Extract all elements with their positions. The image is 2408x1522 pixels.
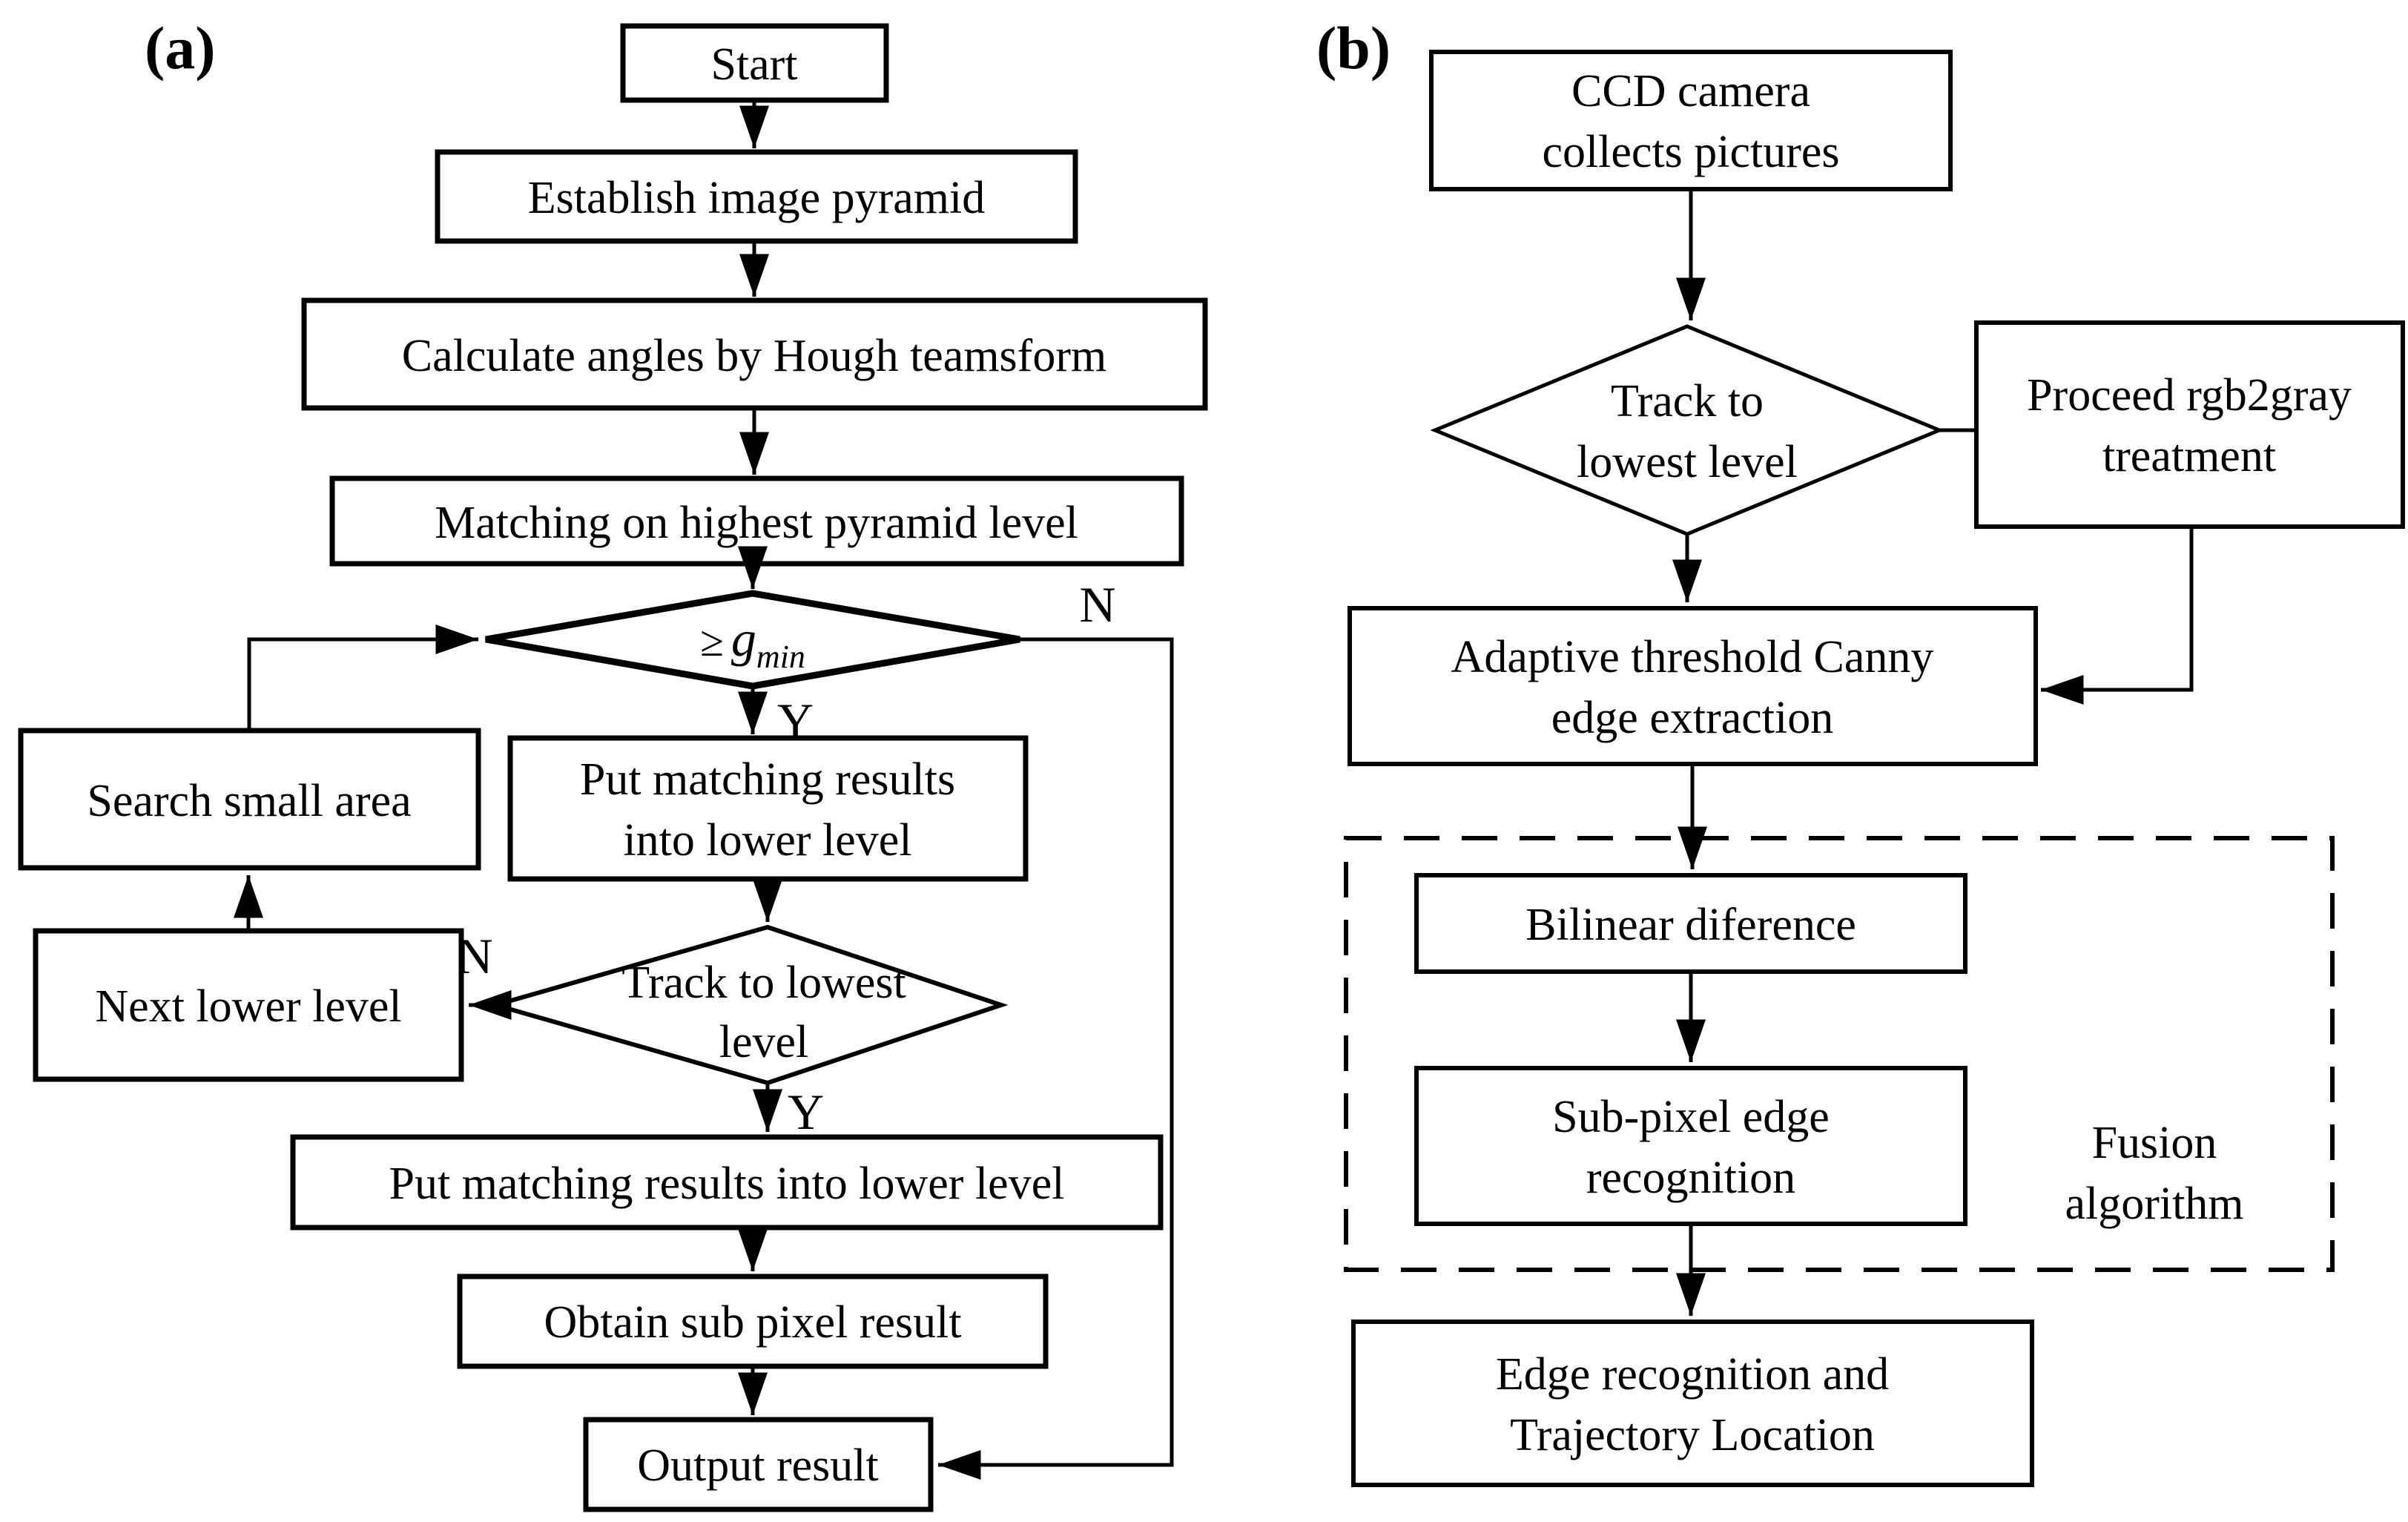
- fusion-group-line2: algorithm: [2065, 1179, 2243, 1229]
- obtain-subpixel-label: Obtain sub pixel result: [544, 1297, 961, 1348]
- search-small-area-node: [18, 728, 481, 871]
- canny-line1: Adaptive threshold Canny: [1451, 632, 1934, 682]
- gmin-condition-text: ≥gmin: [700, 610, 805, 675]
- put-results-lower-line2: into lower level: [623, 815, 911, 866]
- put-results-lower-single-node: [290, 1134, 1164, 1231]
- next-lower-level-node: [33, 928, 464, 1082]
- output-result-label: Output result: [637, 1440, 878, 1491]
- gmin-no-label: N: [1079, 576, 1115, 633]
- put-results-lower-node: [507, 735, 1029, 882]
- ccd-camera-line1: CCD camera: [1571, 66, 1810, 116]
- search-small-area-label: Search small area: [87, 776, 411, 826]
- calculate-angles-node: [301, 297, 1208, 411]
- edge-trajectory-line2: Trajectory Location: [1510, 1410, 1875, 1460]
- track-lowest-b-line1: Track to: [1611, 376, 1764, 426]
- line-rgb2gray-to-canny: [2041, 527, 2194, 705]
- track-lowest-a-line1: Track to lowest: [621, 958, 906, 1008]
- track-lowest-a-line2: level: [719, 1017, 809, 1067]
- canny-node: [1348, 606, 2038, 766]
- bilinear-label: Bilinear diference: [1525, 900, 1856, 950]
- next-lower-level-label: Next lower level: [95, 981, 401, 1032]
- subpixel-line2: recognition: [1586, 1153, 1795, 1203]
- track-yes-label: Y: [788, 1084, 824, 1140]
- put-results-lower-single-label: Put matching results into lower level: [389, 1159, 1065, 1209]
- loop-search-to-gmin: [247, 625, 478, 731]
- gmin-no-feedback-line: [938, 637, 1174, 1480]
- edge-trajectory-line1: Edge recognition and: [1496, 1349, 1889, 1400]
- put-results-lower-line1: Put matching results: [580, 754, 955, 805]
- calculate-angles-label: Calculate angles by Hough teamsform: [402, 331, 1106, 381]
- fusion-dashed-group: [1344, 836, 2335, 1272]
- track-lowest-decision-b: [1430, 324, 1944, 536]
- gmin-geq-symbol: ≥: [700, 617, 724, 665]
- fusion-group-line1: Fusion: [2092, 1118, 2217, 1168]
- ccd-camera-node: [1429, 50, 1953, 191]
- track-lowest-b-line2: lowest level: [1577, 437, 1798, 487]
- obtain-subpixel-node: [457, 1274, 1049, 1369]
- rgb2gray-node: [1974, 320, 2405, 529]
- start-node-label: Start: [710, 39, 797, 90]
- canny-line2: edge extraction: [1551, 693, 1833, 743]
- rgb2gray-line1: Proceed rgb2gray: [2027, 370, 2352, 421]
- establish-pyramid-label: Establish image pyramid: [528, 173, 985, 223]
- edge-trajectory-node: [1351, 1320, 2034, 1487]
- matching-highest-label: Matching on highest pyramid level: [435, 498, 1078, 548]
- panel-b-label: (b): [1316, 14, 1391, 82]
- rgb2gray-line2: treatment: [2102, 431, 2276, 481]
- gmin-variable: g: [731, 610, 756, 667]
- establish-pyramid-node: [435, 149, 1078, 244]
- panel-a-label: (a): [145, 14, 216, 82]
- subpixel-line1: Sub-pixel edge: [1552, 1092, 1830, 1142]
- gmin-subscript: min: [756, 639, 805, 675]
- ccd-camera-line2: collects pictures: [1542, 127, 1839, 177]
- subpixel-node: [1414, 1066, 1967, 1226]
- output-result-node: [583, 1417, 934, 1512]
